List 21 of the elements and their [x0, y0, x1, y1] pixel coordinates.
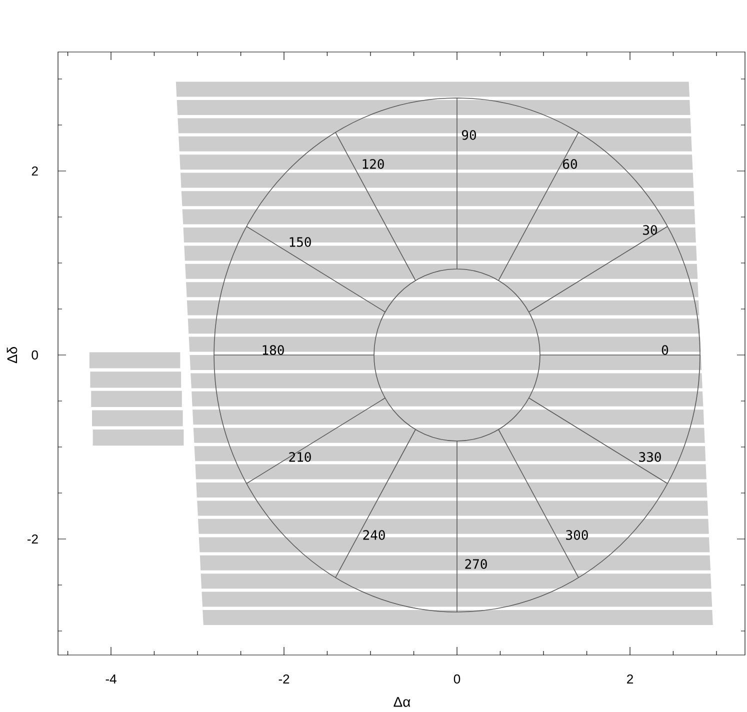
tick-label: 2: [32, 166, 38, 176]
angle-label: 60: [563, 159, 577, 169]
angle-label: 270: [465, 559, 487, 569]
tick-label: 0: [32, 350, 38, 360]
angle-label: 0: [662, 345, 668, 355]
tick-label: -2: [28, 534, 38, 544]
angle-label: 90: [462, 130, 476, 140]
angle-label: 30: [643, 225, 657, 235]
angle-label: 240: [363, 530, 385, 540]
angle-label: 210: [289, 452, 311, 462]
tick-label: 2: [627, 674, 633, 684]
angle-label: 180: [262, 345, 284, 355]
angle-label: 150: [290, 237, 311, 247]
tick-label: -2: [278, 674, 290, 684]
angle-label: 300: [566, 530, 588, 540]
axis-label: Δδ: [6, 347, 18, 364]
angle-label: 330: [639, 452, 661, 462]
tick-label: 0: [454, 674, 460, 684]
axis-label: Δα: [394, 697, 410, 707]
angle-label: 120: [362, 159, 384, 169]
tick-label: -4: [106, 674, 116, 684]
